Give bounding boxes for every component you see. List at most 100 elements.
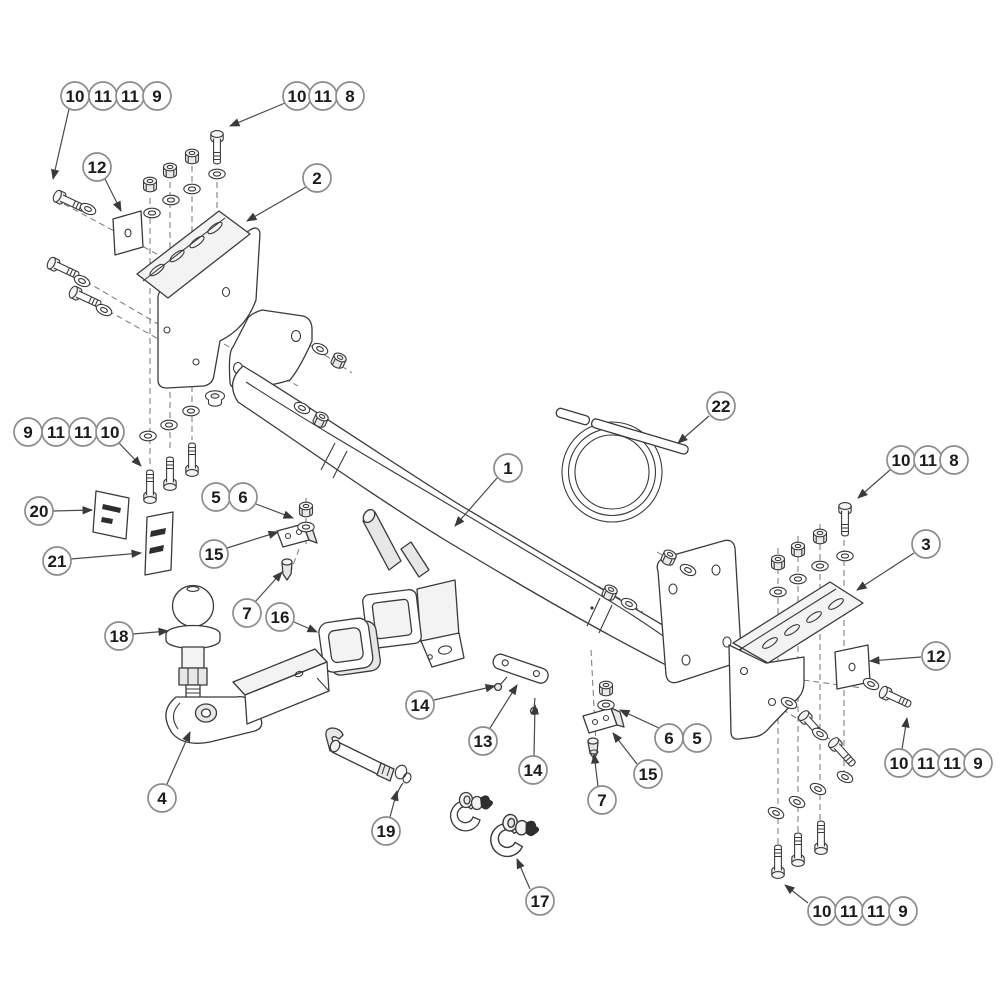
callout-circle-22 xyxy=(706,391,736,421)
callout-label: 20 xyxy=(30,502,49,521)
leader-line xyxy=(612,732,638,765)
callout-circle-3 xyxy=(911,529,941,559)
callout-group-screw-7-mid: 7 xyxy=(587,752,617,815)
clip-15-right xyxy=(582,707,625,734)
callout-group-screw-14-mid: 14 xyxy=(518,703,548,785)
callout-label: 11 xyxy=(121,87,139,106)
callout-label: 5 xyxy=(211,488,220,507)
callout-circle-4 xyxy=(147,783,177,813)
callout-label: 5 xyxy=(692,729,701,748)
callout-circle-13 xyxy=(468,726,498,756)
callout-label: 7 xyxy=(597,791,606,810)
callout-circle-9 xyxy=(142,81,172,111)
callout-label: 7 xyxy=(242,604,251,623)
callout-group-clip-right: 15 xyxy=(612,732,663,789)
right-bracket-slots xyxy=(762,598,844,649)
leader-line xyxy=(166,731,191,785)
callout-circle-15 xyxy=(199,539,229,569)
shackle-a xyxy=(449,791,493,832)
callout-label: 9 xyxy=(152,87,161,106)
callout-label: 9 xyxy=(898,902,907,921)
leader-line xyxy=(901,716,910,750)
callout-circle-5 xyxy=(682,723,712,753)
leader-line xyxy=(226,530,280,549)
callout-label: 15 xyxy=(205,545,224,564)
callout-group-trim-ring: 16 xyxy=(265,602,318,633)
callout-label: 10 xyxy=(890,754,909,773)
callout-label: 11 xyxy=(867,902,885,921)
screw-14-left xyxy=(493,676,508,692)
callout-circle-16 xyxy=(265,602,295,632)
callout-label: 11 xyxy=(943,754,961,773)
callout-label: 14 xyxy=(411,696,430,715)
callout-group-tow-ball: 18 xyxy=(104,621,170,651)
callout-circle-8 xyxy=(939,445,969,475)
breakaway-cable-coil xyxy=(555,407,689,523)
callout-label: 19 xyxy=(377,822,396,841)
callout-circle-14 xyxy=(518,755,548,785)
callout-label: 22 xyxy=(712,397,731,416)
callout-circle-18 xyxy=(104,621,134,651)
leader-line xyxy=(70,549,143,560)
callout-circle-7 xyxy=(232,598,262,628)
callout-label: 12 xyxy=(927,647,946,666)
callout-label: 8 xyxy=(949,451,958,470)
leader-line xyxy=(246,186,307,222)
leader-line xyxy=(619,709,660,729)
callout-label: 8 xyxy=(345,87,354,106)
leader-line xyxy=(489,684,518,729)
callout-circle-21 xyxy=(42,546,72,576)
washer-6-right xyxy=(597,699,615,711)
leader-line xyxy=(255,503,294,519)
callout-group-shim-plate-left: 12 xyxy=(82,152,122,212)
leader-line xyxy=(52,506,94,515)
leader-line xyxy=(132,627,170,636)
fastener-hardware xyxy=(45,130,914,879)
shim-plate-left xyxy=(112,210,144,256)
leader-line xyxy=(433,684,497,701)
callout-label: 17 xyxy=(531,892,550,911)
callout-group-crossbar: 1 xyxy=(454,453,523,527)
callout-label: 16 xyxy=(271,608,290,627)
callout-group-right-bracket: 3 xyxy=(856,529,941,591)
callout-label: 9 xyxy=(23,423,32,442)
leader-line xyxy=(293,621,318,633)
leader-line xyxy=(677,415,710,444)
leader-line xyxy=(857,469,891,499)
leader-line xyxy=(856,552,915,591)
callout-circle-10 xyxy=(95,417,125,447)
callout-group-hitch-pin: 19 xyxy=(371,789,401,846)
leader-line xyxy=(389,789,399,818)
callout-label: 11 xyxy=(840,902,858,921)
callout-label: 9 xyxy=(973,754,982,773)
callout-label: 10 xyxy=(101,423,120,442)
callout-label: 11 xyxy=(314,87,332,106)
callout-label: 13 xyxy=(474,732,493,751)
spacer-plate-13 xyxy=(492,653,549,684)
callout-label: 11 xyxy=(94,87,112,106)
callout-label: 14 xyxy=(524,761,543,780)
receiver-trim-ring xyxy=(318,617,381,676)
callout-group-screw-left: 7 xyxy=(232,571,283,628)
callout-circle-1 xyxy=(493,453,523,483)
callout-group-clip-left: 15 xyxy=(199,530,280,569)
callout-circle-9 xyxy=(963,748,993,778)
callout-group-tongue: 4 xyxy=(147,731,191,813)
leader-line xyxy=(51,108,70,181)
callout-group-shackles: 17 xyxy=(516,858,555,916)
callout-label: 21 xyxy=(48,552,67,571)
callout-label: 11 xyxy=(919,451,937,470)
callout-label: 11 xyxy=(74,423,92,442)
nut-5-left xyxy=(298,501,314,518)
hitch-pin xyxy=(325,727,412,802)
callout-label: 2 xyxy=(312,169,321,188)
callout-group-sticker-20: 20 xyxy=(24,496,94,526)
leader-line xyxy=(229,102,286,127)
